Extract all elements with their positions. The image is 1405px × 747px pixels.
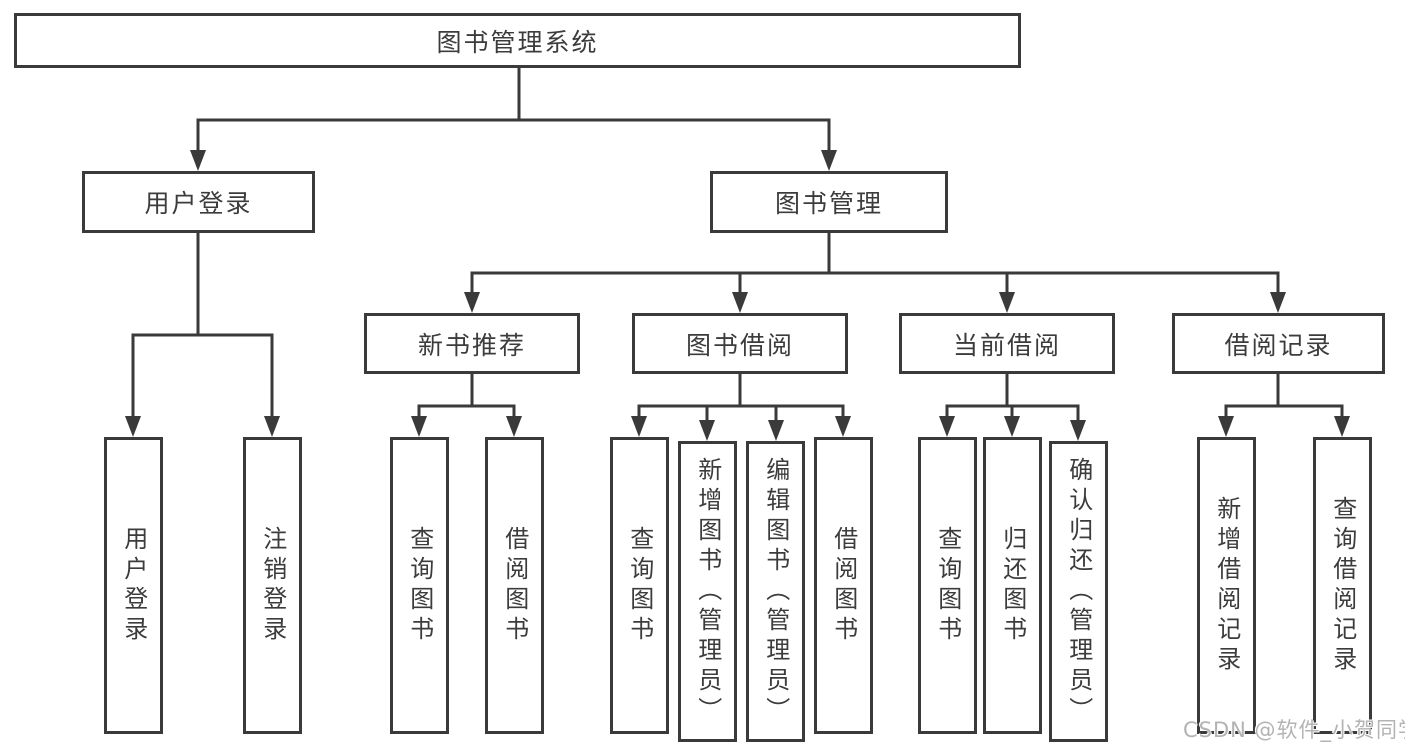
node-borrow-records: 借阅记录 [1172,313,1385,374]
node-current-borrow: 当前借阅 [899,313,1115,374]
leaf-user-login: 用户登录 [104,437,163,734]
leaf-logout: 注销登录 [243,437,302,734]
node-new-book-recommend: 新书推荐 [364,313,580,374]
leaf-records-add-record: 新增借阅记录 [1197,437,1256,734]
leaf-label: 新增图书（管理员） [693,456,722,727]
leaf-label: 编辑图书（管理员） [761,456,790,727]
leaf-records-query-record: 查询借阅记录 [1313,437,1372,734]
csdn-watermark: CSDN @软件_小贺同学 [1183,718,1405,742]
leaf-label: 注销登录 [258,525,287,646]
leaf-label: 确认归还（管理员） [1064,456,1093,727]
leaf-label: 借阅图书 [500,525,529,646]
leaf-label: 借阅图书 [829,525,858,646]
leaf-label: 用户登录 [119,525,148,646]
leaf-current-confirm-return-admin: 确认归还（管理员） [1049,441,1108,742]
leaf-borrow-borrow-books: 借阅图书 [814,437,873,734]
leaf-label: 查询图书 [405,525,434,646]
leaf-label: 新增借阅记录 [1212,495,1241,676]
leaf-current-return-books: 归还图书 [983,437,1042,734]
leaf-recommend-borrow-books: 借阅图书 [485,437,544,734]
leaf-label: 查询借阅记录 [1328,495,1357,676]
leaf-current-query-books: 查询图书 [918,437,977,734]
leaf-borrow-add-books-admin: 新增图书（管理员） [678,441,737,742]
node-root-system: 图书管理系统 [14,13,1021,68]
leaf-label: 查询图书 [933,525,962,646]
leaf-recommend-query-books: 查询图书 [390,437,449,734]
leaf-label: 归还图书 [998,525,1027,646]
leaf-borrow-edit-books-admin: 编辑图书（管理员） [746,441,805,742]
leaf-label: 查询图书 [625,525,654,646]
node-user-login: 用户登录 [82,171,315,233]
leaf-borrow-query-books: 查询图书 [610,437,669,734]
node-book-borrow: 图书借阅 [632,313,848,374]
node-book-management: 图书管理 [710,171,948,233]
